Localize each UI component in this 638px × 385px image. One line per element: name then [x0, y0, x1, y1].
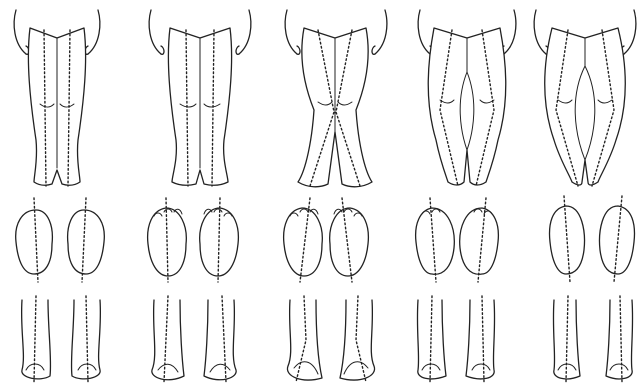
- col-2-ankles: [152, 296, 236, 382]
- col-2-legs: [149, 10, 251, 186]
- col-3-left-hand: [297, 46, 300, 54]
- col-1-ankles: [22, 296, 101, 382]
- col-1-right-ankle: [71, 300, 100, 379]
- col-5-feet: [550, 196, 635, 282]
- col-4-left-sole: [416, 208, 455, 274]
- col-5-right-arm: [624, 10, 636, 54]
- col-3-right-arm: [375, 10, 387, 54]
- col-4-right-sole: [460, 208, 499, 274]
- col-2-right-ankle: [204, 300, 236, 380]
- col-3-left-sole: [284, 208, 323, 276]
- col-3-right-sole: [330, 208, 369, 276]
- col-3-left-arm: [285, 10, 297, 54]
- col-2-right-arm: [239, 10, 251, 54]
- col-1-right-arm: [88, 10, 100, 54]
- col-1-left-ankle: [22, 300, 51, 379]
- col-3-left-ankle: [287, 300, 322, 380]
- col-1-left-arm: [14, 10, 26, 54]
- col-3-right-hand: [372, 46, 375, 54]
- col-1-feet: [16, 198, 105, 282]
- col-3-feet: [284, 198, 369, 282]
- col-4-ankles: [417, 296, 494, 382]
- col-5-legs: [534, 10, 636, 186]
- col-1-left-sole: [16, 210, 53, 274]
- col-4-right-ankle: [466, 300, 495, 379]
- col-2-left-arm: [149, 10, 161, 54]
- col-4-left-arm: [418, 10, 430, 54]
- col-4-legs: [418, 10, 516, 186]
- col-4-feet: [416, 198, 499, 282]
- col-2-left-ankle: [152, 300, 184, 380]
- col-2-right-hand: [236, 46, 239, 54]
- col-2-left-hand: [161, 46, 164, 54]
- col-4-right-arm: [504, 10, 516, 54]
- col-3-ankles: [287, 296, 374, 382]
- col-3-legs: [285, 10, 387, 187]
- col-5-right-ankle: [606, 300, 633, 379]
- col-4-left-ankle: [417, 300, 446, 379]
- col-1-legs: [14, 10, 100, 186]
- col-5-right-sole: [600, 206, 635, 274]
- col-5-left-arm: [534, 10, 546, 54]
- col-1-right-sole: [68, 210, 105, 274]
- col-3-right-ankle: [340, 300, 375, 380]
- col-2-feet: [148, 198, 239, 282]
- col-5-ankles: [553, 296, 632, 382]
